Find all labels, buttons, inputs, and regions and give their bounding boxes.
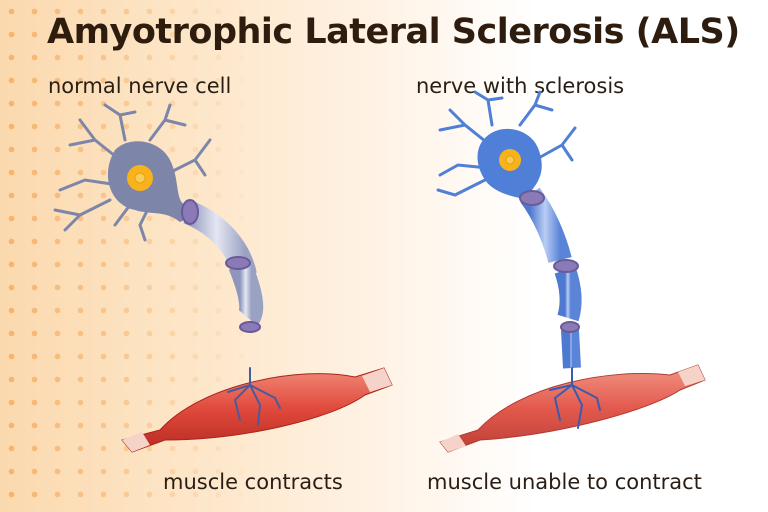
muscle-sclerosis [439, 364, 706, 453]
label-muscle-unable-to-contract: muscle unable to contract [427, 470, 702, 494]
label-muscle-contracts: muscle contracts [163, 470, 343, 494]
label-nerve-with-sclerosis: nerve with sclerosis [416, 74, 625, 98]
muscle-normal [121, 367, 393, 453]
page-title: Amyotrophic Lateral Sclerosis (ALS) [47, 12, 740, 52]
neuron-sclerosis [436, 90, 601, 429]
neuron-normal [53, 103, 281, 426]
label-normal-nerve-cell: normal nerve cell [48, 74, 232, 98]
